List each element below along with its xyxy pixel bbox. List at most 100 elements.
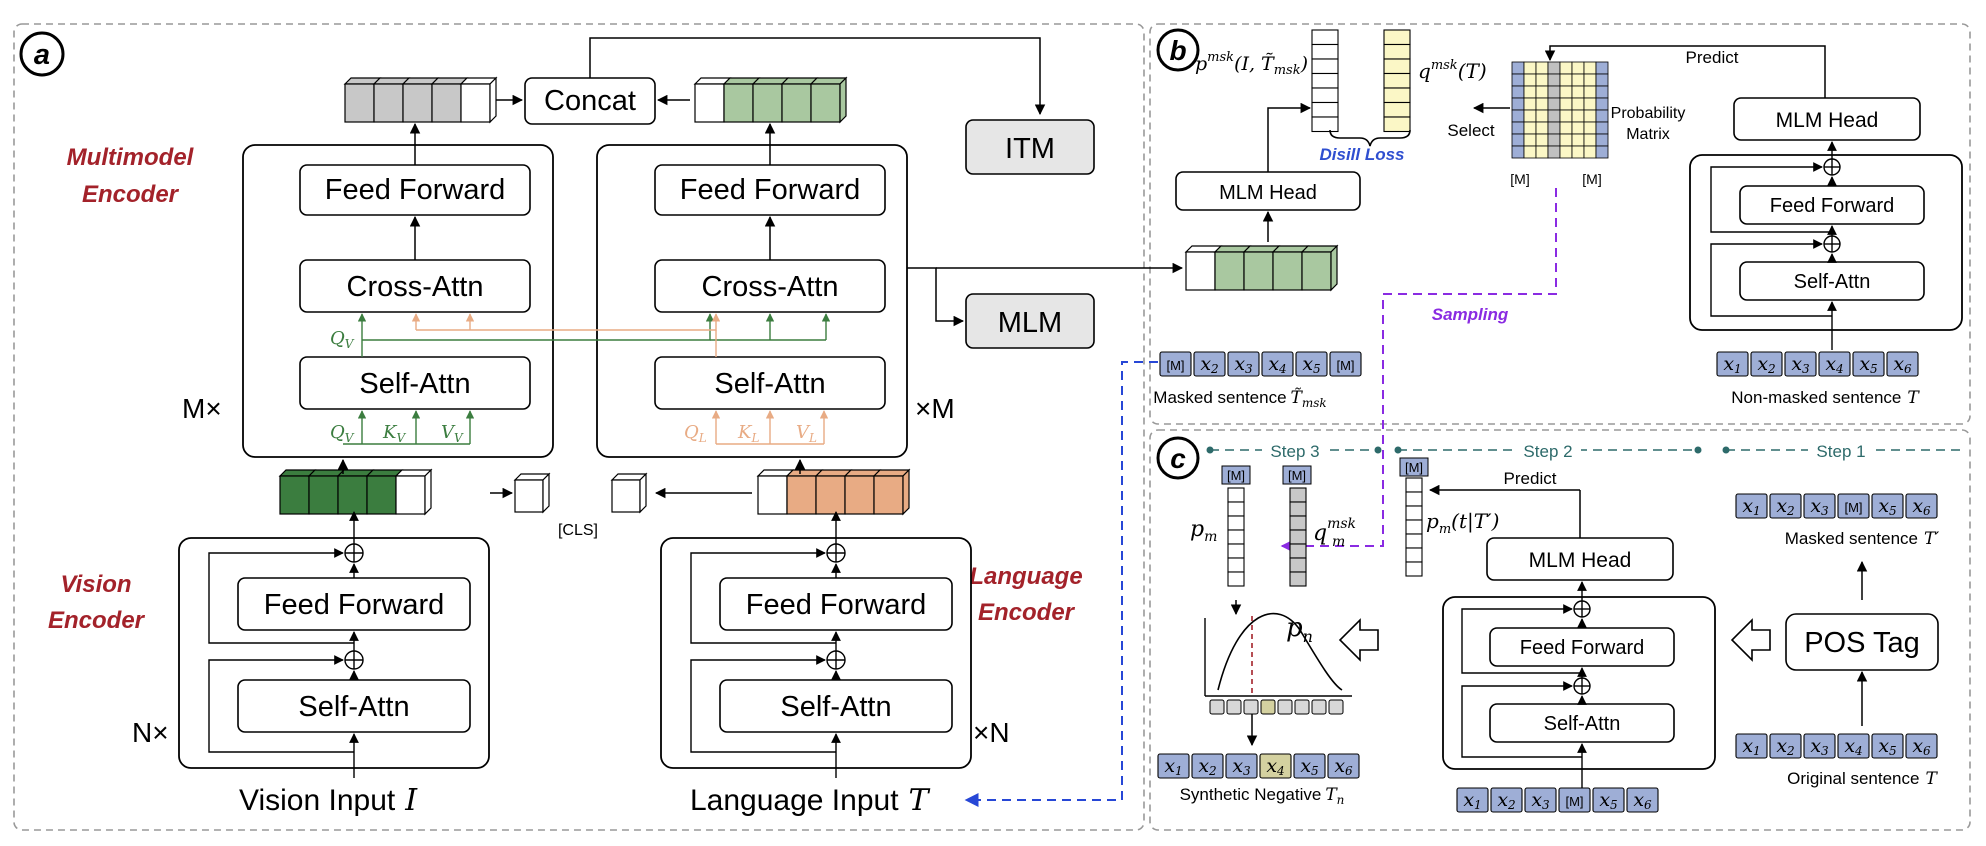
matrix-cell — [1571, 73, 1585, 87]
matrix-cell — [1583, 121, 1597, 135]
pos-tag-box — [1785, 613, 1939, 671]
ff-c-label: Feed Forward — [1520, 637, 1645, 659]
sentence-token-label: x4 — [1844, 735, 1862, 758]
sentence-token — [1784, 351, 1817, 377]
token-cell — [402, 83, 433, 123]
token-cell — [1301, 251, 1332, 291]
itm-label: ITM — [1005, 133, 1055, 165]
sentence-token — [1735, 493, 1768, 519]
sentence-token — [1735, 733, 1768, 759]
matrix-cell — [1559, 61, 1573, 75]
sentence-token-label: x2 — [1198, 755, 1216, 778]
mlm-label: MLM — [998, 307, 1062, 339]
sentence-token — [1558, 787, 1591, 813]
token-side — [489, 76, 497, 124]
column-cell — [1227, 515, 1245, 531]
panel-b-label: b — [1156, 28, 1200, 72]
sentence-token-label: x2 — [1776, 495, 1794, 518]
sentence-token-label: x3 — [1810, 735, 1829, 758]
token-cell — [723, 83, 754, 123]
vision-residuals — [208, 511, 364, 778]
panel-a-label: a — [19, 31, 65, 77]
language-encoder-block — [660, 537, 972, 769]
sentence-token — [1803, 733, 1836, 759]
sentence-token-label: [M] — [1166, 358, 1184, 373]
n-times-left: N× — [132, 717, 169, 748]
matrix-cell — [1559, 97, 1573, 111]
svg-text:[M]: [M] — [1405, 460, 1423, 475]
column-cell — [1289, 515, 1307, 531]
token-side — [424, 468, 432, 516]
sentence-token — [1769, 493, 1802, 519]
mlm-head-b-right-box — [1733, 97, 1921, 141]
sentence-token — [1871, 493, 1904, 519]
matrix-cell — [1559, 73, 1573, 87]
token-cell — [752, 83, 783, 123]
column-cell — [1311, 101, 1339, 118]
column-cell — [1405, 519, 1423, 535]
svg-text:VL: VL — [796, 422, 817, 445]
column-cell — [1289, 529, 1307, 545]
token-cell — [757, 475, 788, 515]
step3-label: Step 3 — [1270, 442, 1319, 461]
column-cell — [1405, 561, 1423, 577]
sentence-token — [1456, 787, 1489, 813]
sentence-token — [1905, 493, 1938, 519]
sentence-token-label: x2 — [1776, 735, 1794, 758]
svg-text:a: a — [34, 39, 50, 71]
qkv-arrows-language — [411, 313, 829, 445]
multimodal-output-vision-tokens — [343, 76, 498, 124]
token-cell — [514, 479, 544, 513]
svg-text:QL: QL — [684, 422, 707, 445]
vision-encoder-label-2: Encoder — [48, 607, 146, 634]
matrix-cell — [1511, 109, 1525, 123]
matrix-cell — [1523, 121, 1537, 135]
residuals-c — [1461, 581, 1591, 790]
token-side — [902, 468, 910, 516]
column-cell — [1383, 72, 1411, 89]
column-cell — [1289, 501, 1307, 517]
cls-token-language — [610, 472, 648, 514]
select-label: Select — [1447, 121, 1495, 140]
matrix-cell — [1535, 73, 1549, 87]
self-attn-c-label: Self-Attn — [1544, 713, 1621, 735]
svg-text:KV: KV — [382, 422, 406, 445]
matrix-cell — [1535, 61, 1549, 75]
column-cell — [1383, 43, 1411, 60]
sentence-token-label: x4 — [1266, 755, 1284, 778]
residuals-b — [1710, 141, 1841, 350]
matrix-cell — [1583, 133, 1597, 147]
distribution-cell — [1328, 699, 1344, 715]
sentence-token — [1261, 351, 1294, 377]
sentence-token — [1769, 733, 1802, 759]
token-cell — [337, 475, 368, 515]
qkv-labels-right: QL KL VL — [684, 422, 817, 445]
sentence-token — [1295, 351, 1328, 377]
sentence-token — [1157, 753, 1190, 779]
matrix-cell — [1559, 145, 1573, 159]
sentence-token-label: x3 — [1531, 789, 1550, 812]
sampling-label: Sampling — [1432, 305, 1509, 324]
sentence-token-label: x3 — [1791, 353, 1810, 376]
ff-left-label: Feed Forward — [325, 174, 506, 206]
mlm-head-b-right-label: MLM Head — [1776, 109, 1879, 132]
matrix-cell — [1571, 61, 1585, 75]
sentence-token-label: x5 — [1859, 353, 1877, 376]
matrix-cell — [1511, 61, 1525, 75]
m-times-right: ×M — [915, 393, 955, 424]
matrix-cell — [1535, 133, 1549, 147]
matrix-cell — [1595, 61, 1609, 75]
cls-token-vision — [513, 472, 551, 514]
token-cell — [781, 83, 812, 123]
probability-matrix-label-1: Probability — [1611, 105, 1686, 122]
vision-ff-label: Feed Forward — [264, 589, 445, 621]
matrix-cell — [1583, 61, 1597, 75]
p-m-t-column — [1405, 477, 1423, 577]
panel-b-frame — [1149, 23, 1971, 425]
svg-text:c: c — [1170, 443, 1186, 474]
